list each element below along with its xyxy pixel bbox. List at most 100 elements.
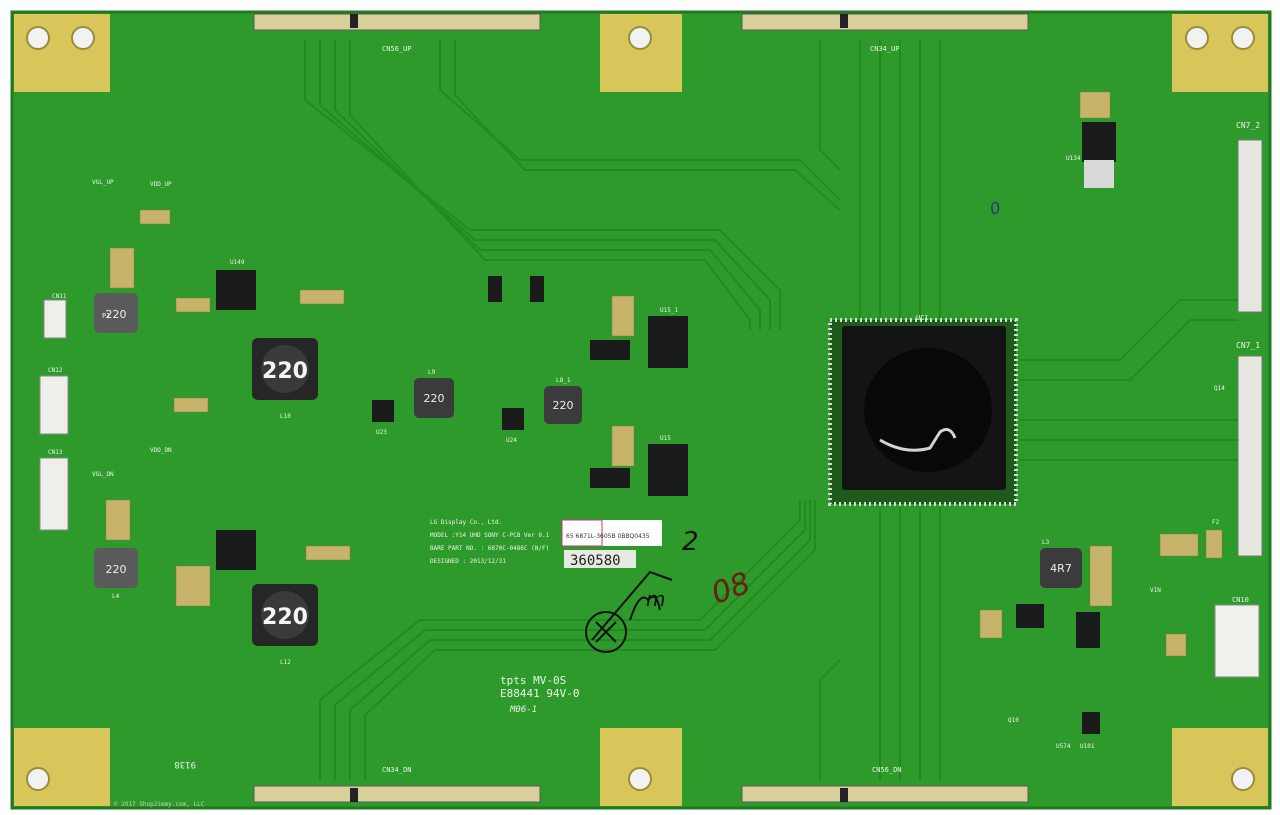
inductor-body — [94, 293, 138, 333]
ic — [1082, 712, 1100, 734]
silk-small-label: U149 — [230, 259, 245, 266]
trace-group — [364, 500, 816, 780]
silkscreen-labels: CN56_UP CN34_UP CN34_DN CN56_DN CN7_2 CN… — [48, 45, 1260, 808]
silk-small-label: VIN — [1150, 587, 1161, 594]
silk-small-label: L9 — [428, 369, 436, 376]
label-connector-right-upper: CN7_2 — [1236, 121, 1260, 130]
silk-small-label: U15_1 — [660, 307, 678, 314]
connector-latch — [350, 14, 358, 28]
capacitor-tantalum — [590, 340, 630, 360]
inductor-body — [94, 548, 138, 588]
hole — [71, 26, 95, 50]
ffc-connectors — [39, 13, 1263, 803]
label-connector-top-right: CN34_UP — [870, 45, 900, 53]
silk-small-label: F2 — [1212, 519, 1220, 526]
silk-small-label: L3 — [1042, 539, 1050, 546]
handwritten-circle — [585, 611, 627, 653]
info-block: LG Display Co., Ltd. MODEL :Y14 UHD SONY… — [430, 519, 550, 565]
silk-small-label: L8_1 — [556, 377, 571, 384]
silk-small-label: VGL_DN — [92, 471, 114, 478]
connector-latch — [840, 788, 848, 802]
trace-group — [1010, 319, 1238, 381]
connector-top-right — [741, 13, 1029, 31]
sticker-bar — [561, 519, 603, 547]
pad-top-left — [14, 14, 110, 92]
trace-group — [349, 40, 751, 330]
pcb-edge-shade — [10, 10, 1272, 810]
ic — [216, 530, 256, 570]
label-connector-right-lower: CN7_1 — [1236, 341, 1260, 350]
inductor-label: 220 — [553, 399, 574, 412]
smd-part — [175, 565, 211, 607]
inductor-label: 220 — [262, 359, 308, 384]
silk-left-rev: 9138 — [174, 759, 196, 769]
label-connector-bottom-left: CN34_DN — [382, 766, 412, 774]
smd-part — [1079, 91, 1111, 119]
label-connector-right-small: CN10 — [1232, 596, 1249, 604]
connector-left-a — [43, 299, 67, 339]
connector-top-left — [253, 13, 541, 31]
smd-part — [109, 247, 135, 289]
silk-small-label: U24 — [506, 437, 517, 444]
pad-bottom-right — [1172, 728, 1268, 806]
inductor-label: 220 — [262, 605, 308, 630]
hole — [628, 26, 652, 50]
info-line: LG Display Co., Ltd. — [430, 519, 502, 526]
regulator-body — [1082, 122, 1116, 162]
handwriting — [585, 570, 673, 653]
trace-group — [439, 40, 841, 201]
hole — [628, 767, 652, 791]
info-line: DESIGNED : 2013/12/31 — [430, 558, 506, 565]
silk-small-label: U101 — [1080, 743, 1095, 750]
silk-small-label: L4 — [112, 593, 120, 600]
silk-ul-code: E88441 94V-0 — [500, 687, 579, 700]
silk-small-label: Q14 — [1214, 385, 1225, 392]
silk-small-label: L10 — [280, 413, 291, 420]
inductor-body — [414, 378, 454, 418]
info-line: MODEL :Y14 UHD SONY C-PCB Ver 0.1 — [430, 532, 550, 539]
label-connector-left-c: CN13 — [48, 449, 63, 456]
ic — [530, 276, 544, 302]
hole — [26, 26, 50, 50]
sticker-number-bg — [564, 550, 636, 568]
corner-pads — [14, 14, 1268, 806]
label-connector-top-left: CN56_UP — [382, 45, 412, 53]
connector-right-lower — [1237, 355, 1263, 557]
inductor-label: 4R7 — [1050, 562, 1072, 575]
connector-right-small — [1214, 604, 1260, 678]
inductor-body — [544, 386, 582, 424]
smd-components — [105, 91, 1223, 657]
ic — [216, 270, 256, 310]
handwritten-mark: 0 — [988, 198, 1003, 219]
hole — [1231, 26, 1255, 50]
silk-small-label: P1 — [102, 312, 110, 320]
chip-glue — [864, 348, 992, 472]
silk-small-label: U23 — [376, 429, 387, 436]
smd-part — [139, 209, 171, 225]
hole — [26, 767, 50, 791]
silk-small-label: L12 — [280, 659, 291, 666]
trace-group — [1010, 299, 1238, 361]
connector-bottom-left — [253, 785, 541, 803]
silk-copyright: © 2017 ShopJimmy.com, LLC — [114, 801, 205, 808]
connector-left-c — [39, 457, 69, 531]
connector-right-upper — [1237, 139, 1263, 313]
handwritten-mark: m — [646, 587, 665, 611]
smd-part — [173, 397, 209, 413]
silk-regulator: U134 — [1066, 155, 1081, 162]
smd-part — [611, 295, 635, 337]
smd-part — [299, 289, 345, 305]
smd-part — [1165, 633, 1187, 657]
pad-top-middle — [600, 14, 682, 92]
handwritten-stroke — [629, 595, 661, 621]
pad-top-right — [1172, 14, 1268, 92]
inductor-label: 220 — [106, 563, 127, 576]
smd-part — [1089, 545, 1113, 607]
smd-part — [611, 425, 635, 467]
handwritten-stroke — [591, 570, 673, 641]
silk-small-label: VDD_DN — [150, 447, 172, 454]
inductor-body — [1040, 548, 1082, 588]
inductor-core — [261, 591, 309, 639]
capacitor-tantalum — [1076, 612, 1100, 648]
